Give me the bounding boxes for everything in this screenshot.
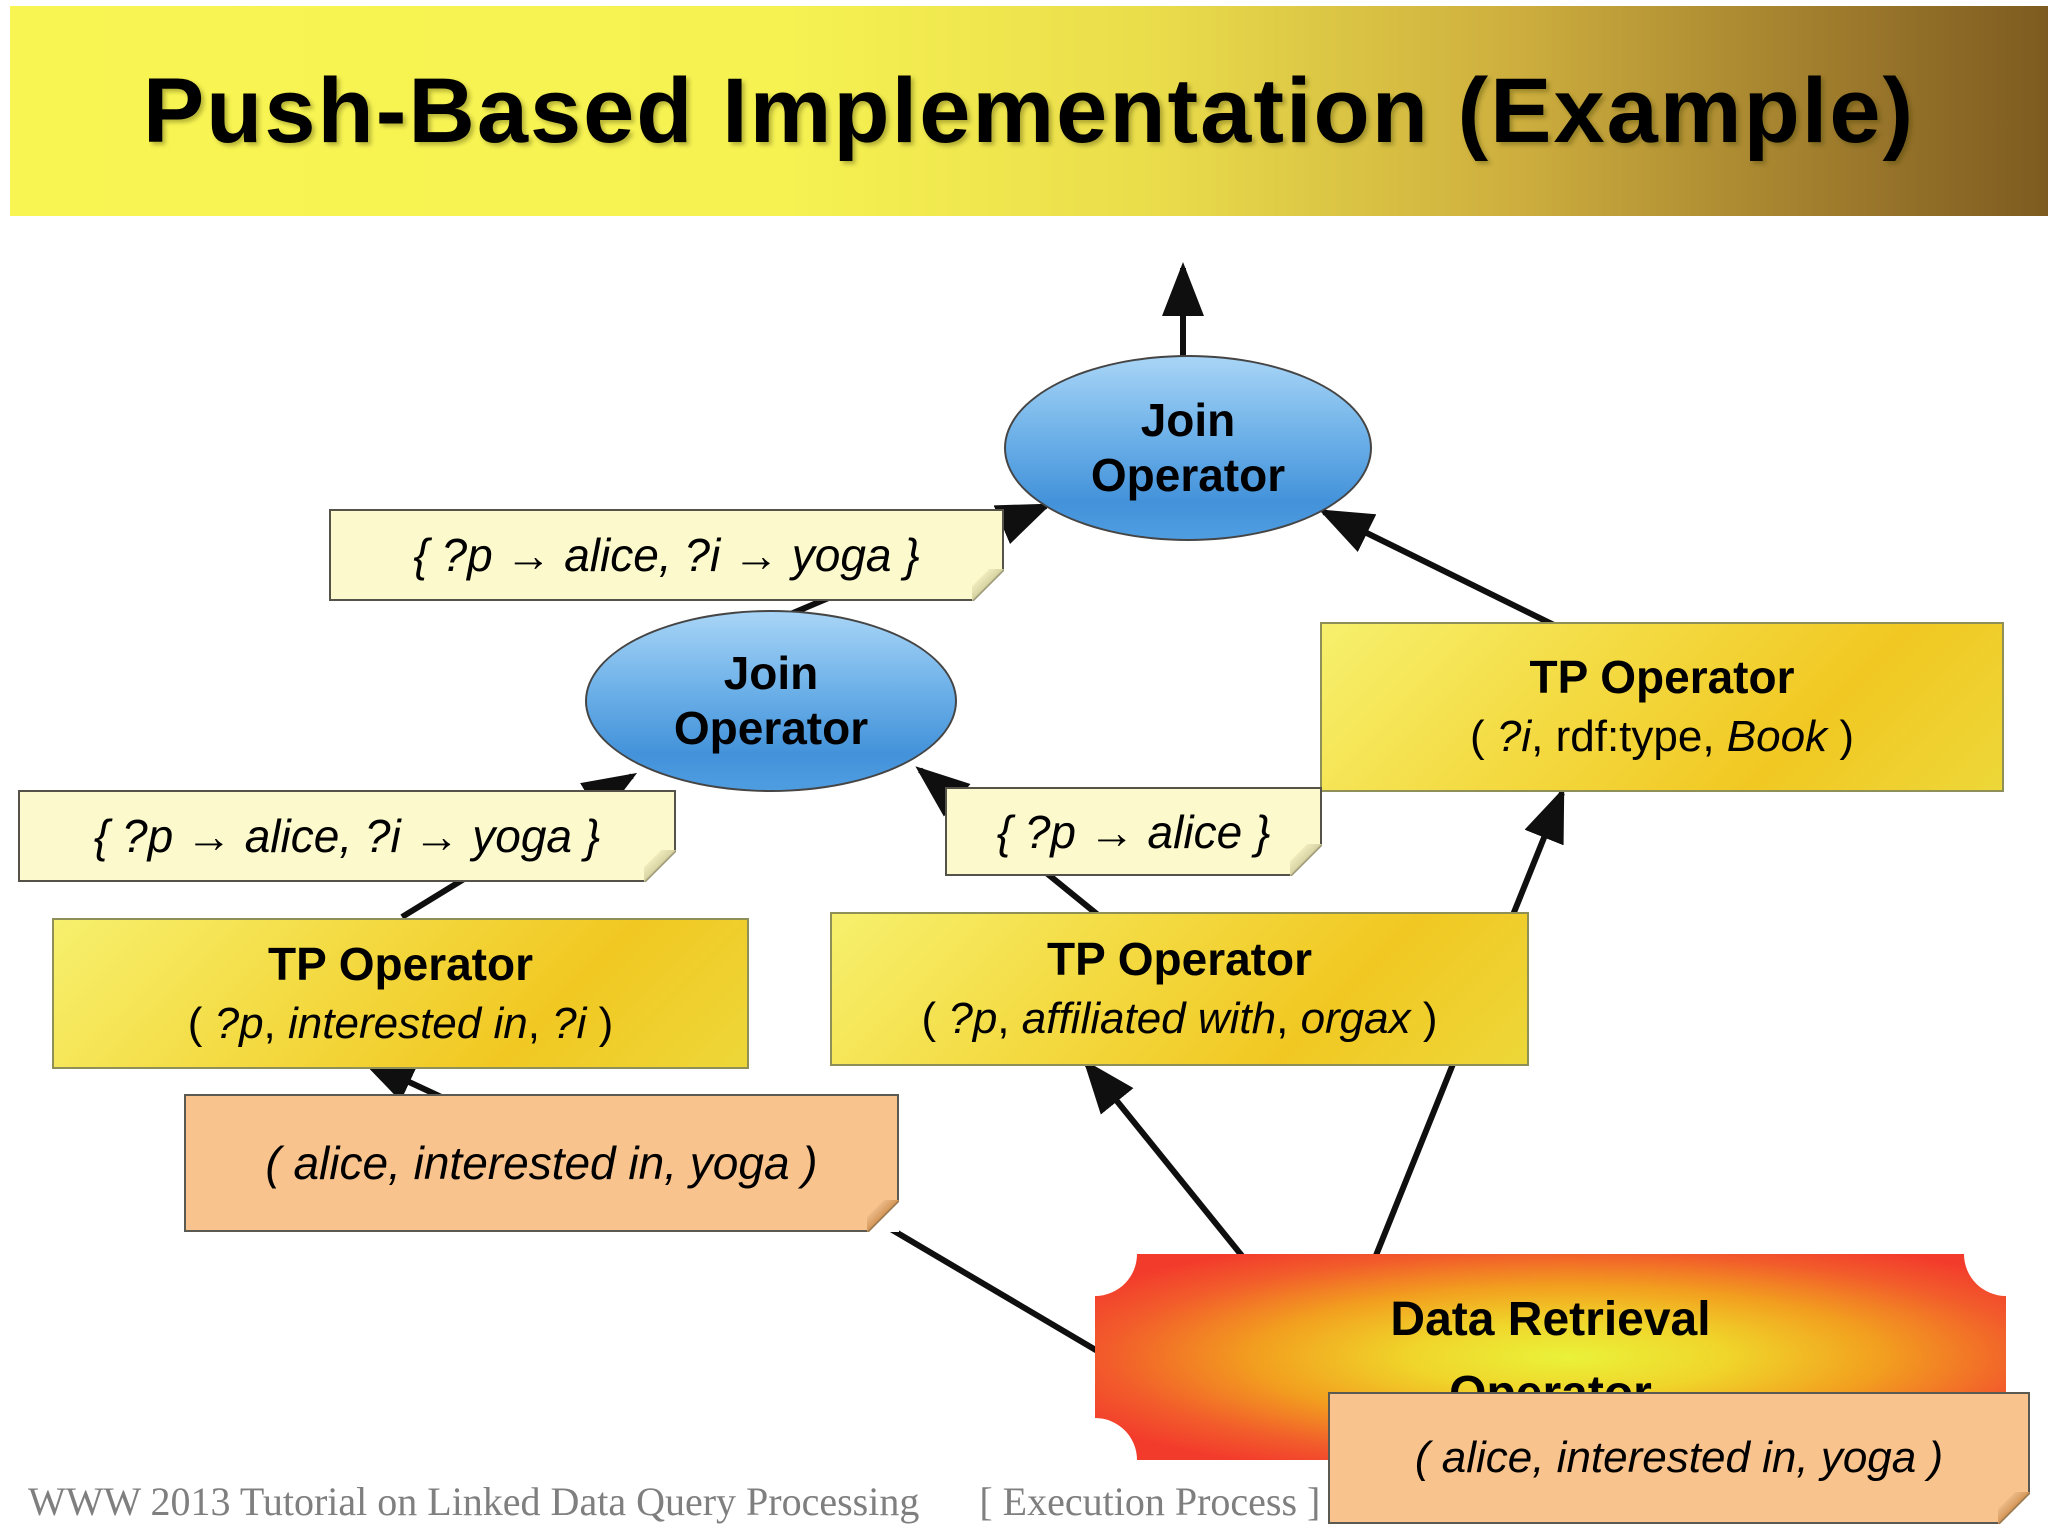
join-operator-mid: Join Operator [585, 610, 957, 792]
tp-operator-left-title: TP Operator [268, 937, 533, 990]
tp-operator-mid-title: TP Operator [1047, 933, 1312, 986]
join-operator-top: Join Operator [1004, 355, 1372, 541]
tp-operator-left-tuple: ( ?p, interested in, ?i ) [187, 998, 614, 1048]
binding-note-top: { ?p → alice, ?i → yoga } [329, 509, 1004, 601]
tp-operator-mid: TP Operator ( ?p, affiliated with, orgax… [830, 912, 1529, 1066]
tp-operator-right-tuple: ( ?i, rdf:type, Book ) [1470, 712, 1854, 762]
slide-title: Push-Based Implementation (Example) [142, 59, 1916, 162]
footer-right-text: [ Execution Process ] [979, 1479, 1321, 1524]
binding-note-mid: { ?p → alice } [945, 787, 1322, 876]
edge-tp-right-to-join-top [1318, 509, 1562, 631]
title-band: Push-Based Implementation (Example) [10, 6, 2048, 216]
triple-note-bottom: ( alice, interested in, yoga ) [1328, 1392, 2030, 1524]
footer: WWW 2013 Tutorial on Linked Data Query P… [28, 1478, 1320, 1525]
tp-operator-left: TP Operator ( ?p, interested in, ?i ) [52, 918, 749, 1069]
tp-operator-right-title: TP Operator [1529, 651, 1795, 704]
tp-operator-right: TP Operator ( ?i, rdf:type, Book ) [1320, 622, 2004, 792]
tp-operator-mid-tuple: ( ?p, affiliated with, orgax ) [921, 994, 1438, 1044]
binding-note-left: { ?p → alice, ?i → yoga } [18, 790, 676, 882]
triple-note-left: ( alice, interested in, yoga ) [184, 1094, 899, 1232]
footer-left-text: WWW 2013 Tutorial on Linked Data Query P… [28, 1479, 920, 1524]
